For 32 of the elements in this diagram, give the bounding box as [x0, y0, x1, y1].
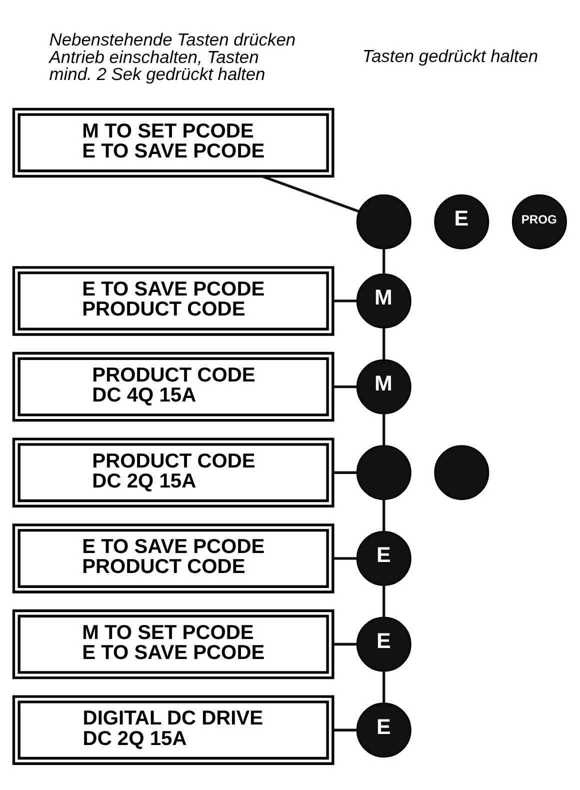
node-circle — [356, 194, 412, 249]
node-circle: M — [356, 272, 412, 328]
node-circle: M — [356, 358, 412, 414]
label: Nebenstehende Tasten drücken Antrieb einschalten, Tasten mind. 2 Sek gedrückt halten — [49, 28, 296, 84]
node-circle: E — [434, 194, 490, 249]
node-circle — [356, 444, 412, 500]
connector — [333, 299, 357, 302]
connector — [333, 642, 357, 646]
connector — [333, 384, 357, 388]
connector — [333, 728, 357, 731]
connector — [333, 470, 357, 474]
node-box: M TO SET PCODE E TO SAVE PCODE — [12, 107, 334, 178]
node-circle — [434, 444, 490, 500]
connector — [382, 585, 386, 617]
node-box: E TO SAVE PCODE PRODUCT CODE — [12, 523, 334, 593]
node-box: M TO SET PCODE E TO SAVE PCODE — [12, 608, 334, 679]
node-box: E TO SAVE PCODE PRODUCT CODE — [12, 266, 334, 336]
connector — [382, 499, 386, 532]
label: Tasten gedrückt halten — [362, 46, 538, 66]
node-circle: E — [356, 616, 412, 672]
node-box: DIGITAL DC DRIVE DC 2Q 15A — [12, 694, 334, 764]
node-circle: E — [356, 702, 412, 758]
node-box: PRODUCT CODE DC 2Q 15A — [12, 437, 334, 507]
connector — [382, 670, 386, 703]
connector — [333, 556, 357, 560]
node-box: PRODUCT CODE DC 4Q 15A — [12, 351, 334, 422]
connector — [262, 174, 360, 212]
connector — [382, 413, 386, 446]
connector — [382, 248, 386, 274]
node-circle: PROG — [512, 194, 567, 249]
node-circle: E — [356, 530, 412, 586]
connector — [382, 328, 386, 360]
